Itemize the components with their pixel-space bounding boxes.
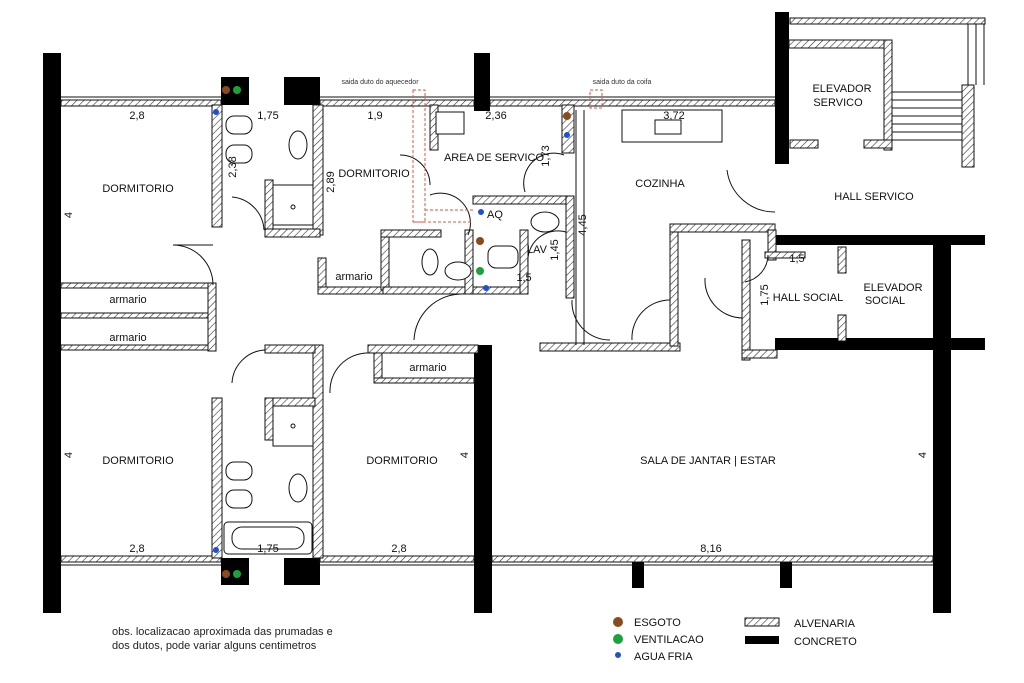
room-label-aq: AQ — [487, 209, 503, 221]
room-label-elevador-social: SOCIAL — [865, 295, 905, 307]
room-label-dormitorio: DORMITORIO — [102, 455, 174, 467]
stairs — [892, 24, 985, 141]
dimension-label: 1,75 — [257, 110, 278, 122]
room-label-lav: LAV — [527, 244, 548, 256]
concreto-legend-swatch — [745, 636, 779, 644]
room-label-armario: armario — [109, 332, 146, 344]
ventilacao-marker — [233, 570, 241, 578]
concrete-walls — [43, 12, 985, 613]
room-label-sala: SALA DE JANTAR | ESTAR — [640, 455, 776, 467]
dimension-labels: 2,8 1,75 1,9 2,36 3,72 4 2,38 2,89 1,73 … — [63, 110, 929, 555]
masonry-walls — [60, 17, 986, 563]
windows — [61, 96, 933, 566]
note-line: obs. localizacao aproximada das prumadas… — [112, 626, 333, 638]
legend-label-ventilacao: VENTILACAO — [634, 634, 704, 646]
room-label-hall-servico: HALL SERVICO — [834, 191, 914, 203]
dimension-label: 4 — [459, 452, 471, 458]
legend-label-alvenaria: ALVENARIA — [794, 618, 856, 630]
esgoto-marker — [222, 86, 230, 94]
esgoto-marker — [563, 112, 571, 120]
dimension-label: 1,9 — [367, 110, 382, 122]
ventilacao-marker — [476, 267, 484, 275]
dimension-label: 3,72 — [663, 110, 684, 122]
dimension-label: 2,89 — [325, 171, 337, 192]
room-label-armario: armario — [335, 271, 372, 283]
agua-fria-marker — [213, 109, 219, 115]
dimension-label: 1,45 — [549, 239, 561, 260]
agua-fria-marker — [478, 209, 484, 215]
ventilacao-marker — [233, 86, 241, 94]
annotation-duto-coifa: saida duto da coifa — [593, 79, 652, 86]
dimension-label: 2,8 — [129, 543, 144, 555]
dimension-label: 1,5 — [516, 272, 531, 284]
room-label-cozinha: COZINHA — [635, 178, 685, 190]
agua-fria-legend-swatch — [615, 652, 621, 658]
esgoto-marker — [476, 237, 484, 245]
esgoto-legend-swatch — [613, 617, 623, 627]
dimension-label: 1,75 — [257, 543, 278, 555]
agua-fria-marker — [213, 547, 219, 553]
room-label-area-servico: AREA DE SERVICO — [444, 152, 544, 164]
esgoto-marker — [222, 570, 230, 578]
fixtures — [223, 109, 723, 555]
ventilacao-legend-swatch — [613, 634, 623, 644]
legend-label-concreto: CONCRETO — [794, 636, 857, 648]
dimension-label: 1,5 — [789, 253, 804, 265]
room-label-dormitorio: DORMITORIO — [338, 168, 410, 180]
alvenaria-legend-swatch — [744, 617, 780, 627]
agua-fria-marker — [564, 132, 570, 138]
pipe-markers — [213, 86, 571, 578]
doors — [172, 152, 776, 394]
room-label-armario: armario — [409, 362, 446, 374]
legend-label-esgoto: ESGOTO — [634, 617, 681, 629]
dimension-label: 2,36 — [485, 110, 506, 122]
dimension-label: 4 — [63, 212, 75, 218]
room-label-hall-social: HALL SOCIAL — [773, 292, 844, 304]
dimension-label: 2,38 — [227, 156, 239, 177]
room-label-dormitorio: DORMITORIO — [366, 455, 438, 467]
dimension-label: 1,75 — [759, 284, 771, 305]
duct-annotations: saida duto do aquecedor saida duto da co… — [341, 79, 651, 86]
ducts — [412, 89, 603, 223]
legend: ESGOTO VENTILACAO AGUA FRIA ALVENARIA CO… — [613, 617, 857, 663]
room-labels: DORMITORIO DORMITORIO DORMITORIO DORMITO… — [102, 83, 922, 467]
annotation-duto-aquecedor: saida duto do aquecedor — [341, 79, 419, 86]
legend-label-agua-fria: AGUA FRIA — [634, 651, 693, 663]
room-label-elevador-servico: ELEVADOR — [812, 83, 871, 95]
note-line: dos dutos, pode variar alguns centimetro… — [112, 640, 317, 652]
dimension-label: 2,8 — [391, 543, 406, 555]
dimension-label: 4,45 — [577, 214, 589, 235]
note: obs. localizacao aproximada das prumadas… — [112, 626, 333, 652]
room-label-elevador-servico: SERVICO — [813, 97, 863, 109]
room-label-elevador-social: ELEVADOR — [863, 282, 922, 294]
dimension-label: 4 — [63, 452, 75, 458]
room-label-dormitorio: DORMITORIO — [102, 183, 174, 195]
dimension-label: 2,8 — [129, 110, 144, 122]
room-label-armario: armario — [109, 294, 146, 306]
agua-fria-marker — [483, 285, 489, 291]
dimension-label: 8,16 — [700, 543, 721, 555]
dimension-label: 1,73 — [540, 145, 552, 166]
dimension-label: 4 — [917, 452, 929, 458]
